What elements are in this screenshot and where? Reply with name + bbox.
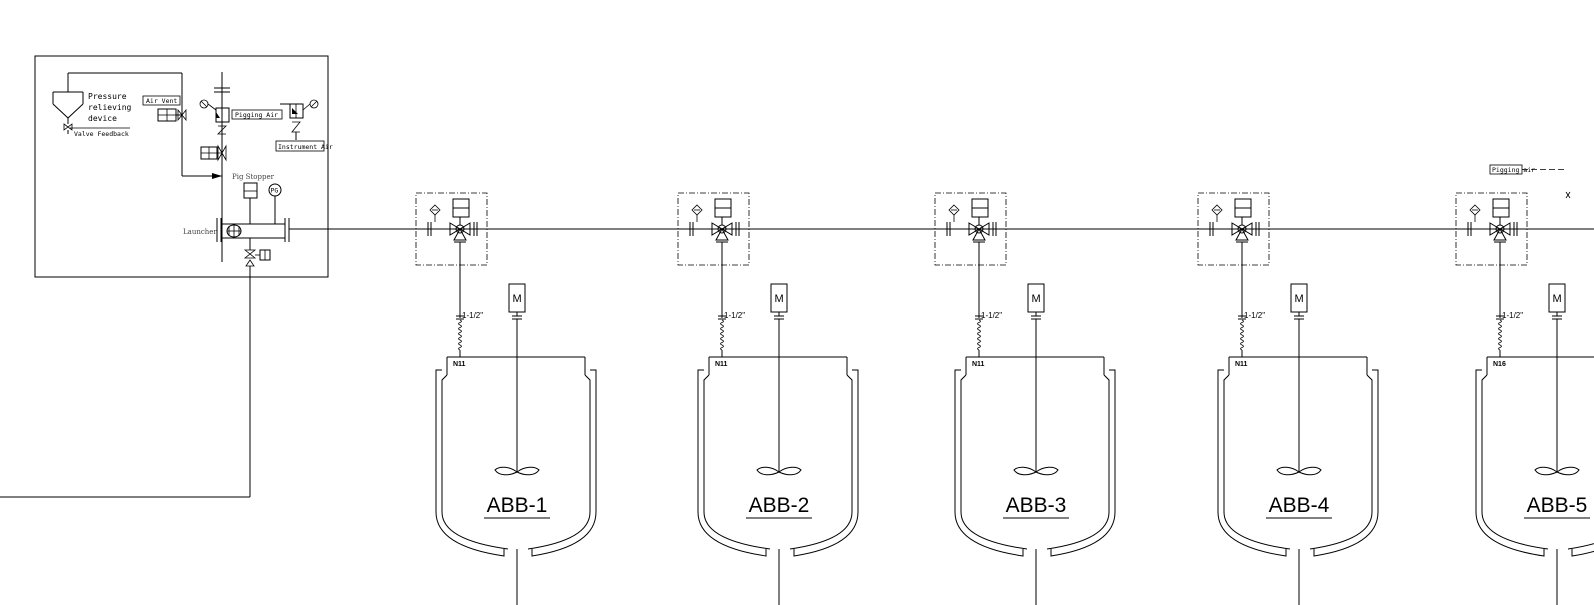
tank-vessel: [954, 356, 1116, 605]
flexible-hose-icon: [720, 319, 724, 351]
pigging-air-label: Pigging Air: [235, 111, 278, 119]
flexible-hose-icon: [1498, 319, 1502, 351]
tank-tag-label: ABB-5: [1527, 494, 1588, 517]
motor-label: M: [1032, 293, 1041, 305]
valve-box-boundary: [677, 192, 750, 266]
pressure-relieving-label-line3: device: [88, 114, 117, 123]
position-sensor-icon: [1211, 204, 1223, 222]
valve-feedback-label: Valve Feedback: [74, 130, 129, 138]
air-vent-label: Air Vent: [146, 97, 177, 105]
position-sensor-icon: [948, 204, 960, 222]
valve-box-boundary: [1197, 192, 1270, 266]
agitator-motor-icon: M: [508, 283, 526, 320]
launcher-panel: Pressure relieving device Valve Feedback…: [0, 55, 333, 498]
nozzle-label: N16: [1493, 361, 1506, 368]
line-size-label: 1-1/2": [724, 311, 745, 320]
position-sensor-icon: [1469, 204, 1481, 222]
pig-stopper-icon: [243, 182, 258, 224]
position-sensor-icon: [429, 204, 441, 222]
nozzle-label: N11: [453, 361, 466, 368]
flexible-hose-icon: [1240, 319, 1244, 351]
line-size-label: 1-1/2": [462, 311, 483, 320]
tank-vessel: [1475, 356, 1594, 605]
agitator-motor-icon: M: [1548, 283, 1566, 320]
tank-stations: 1-1/2" N11 M ABB-1 1-1/2" N11 M ABB-2 1-1/2" N11 M…: [415, 192, 1594, 605]
position-sensor-icon: [691, 204, 703, 222]
line-size-label: 1-1/2": [1502, 311, 1523, 320]
tank-tag-label: ABB-1: [487, 494, 548, 517]
launcher-label: Launcher: [183, 228, 217, 236]
tank-station: 1-1/2" N11 M ABB-4: [1197, 192, 1379, 605]
svg-text:PG: PG: [271, 187, 279, 195]
diverter-valve-icon: [689, 222, 740, 243]
nozzle-label: N11: [1235, 361, 1248, 368]
valve-box-boundary: [934, 192, 1007, 266]
tank-station: 1-1/2" N11 M ABB-2: [677, 192, 859, 605]
line-size-label: 1-1/2": [981, 311, 1002, 320]
impeller-icon: [494, 466, 540, 476]
pig-stopper-label: Pig Stopper: [232, 173, 275, 181]
valve-actuator-icon: [971, 198, 989, 225]
valve-actuator-icon: [714, 198, 732, 225]
motor-label: M: [1295, 293, 1304, 305]
nozzle-label: N11: [972, 361, 985, 368]
motor-label: M: [513, 293, 522, 305]
diverter-valve-icon: [427, 222, 478, 243]
flexible-hose-icon: [458, 319, 462, 351]
instrument-air-regulator-icon: [280, 99, 319, 119]
nozzle-label: N11: [715, 361, 728, 368]
pigging-air-right-label: Pigging air: [1492, 166, 1535, 174]
pressure-relieving-label-line2: relieving: [88, 103, 132, 112]
impeller-icon: [1534, 466, 1580, 476]
tank-vessel: [697, 356, 859, 605]
launcher-drain-valve-icon: [243, 249, 271, 267]
tank-station: 1-1/2" N16 M ABB-5: [1455, 192, 1594, 605]
diverter-valve-icon: [946, 222, 997, 243]
diverter-valve-icon: [1467, 222, 1518, 243]
air-vent-valve-icon: [157, 108, 187, 122]
pigging-air-regulator-icon: [199, 99, 230, 123]
tank-vessel: [435, 356, 597, 605]
pressure-relieving-label-line1: Pressure: [88, 92, 127, 101]
instrument-air-label: Instrument Air: [278, 143, 333, 151]
pigging-air-right: Pigging air: [1489, 164, 1571, 199]
motor-label: M: [775, 293, 784, 305]
agitator-motor-icon: M: [1290, 283, 1308, 320]
launcher-panel-border: [34, 55, 329, 278]
motor-label: M: [1553, 293, 1562, 305]
valve-box-boundary: [1455, 192, 1528, 266]
valve-actuator-icon: [1234, 198, 1252, 225]
tank-station: 1-1/2" N11 M ABB-3: [934, 192, 1116, 605]
valve-box-boundary: [415, 192, 488, 266]
flexible-hose-icon: [977, 319, 981, 351]
valve-actuator-icon: [452, 198, 470, 225]
impeller-icon: [1013, 466, 1059, 476]
impeller-icon: [1276, 466, 1322, 476]
pressure-gauge-icon: PG: [268, 183, 282, 224]
agitator-motor-icon: M: [770, 283, 788, 320]
launcher-barrel-icon: [216, 218, 290, 242]
tank-tag-label: ABB-2: [749, 494, 810, 517]
impeller-icon: [756, 466, 802, 476]
tank-tag-label: ABB-3: [1006, 494, 1067, 517]
tank-tag-label: ABB-4: [1269, 494, 1330, 517]
valve-actuator-icon: [1492, 198, 1510, 225]
tank-station: 1-1/2" N11 M ABB-1: [415, 192, 597, 605]
tank-vessel: [1217, 356, 1379, 605]
agitator-motor-icon: M: [1027, 283, 1045, 320]
line-size-label: 1-1/2": [1244, 311, 1265, 320]
diverter-valve-icon: [1209, 222, 1260, 243]
pigging-air-shutoff-valve-icon: [200, 144, 227, 162]
